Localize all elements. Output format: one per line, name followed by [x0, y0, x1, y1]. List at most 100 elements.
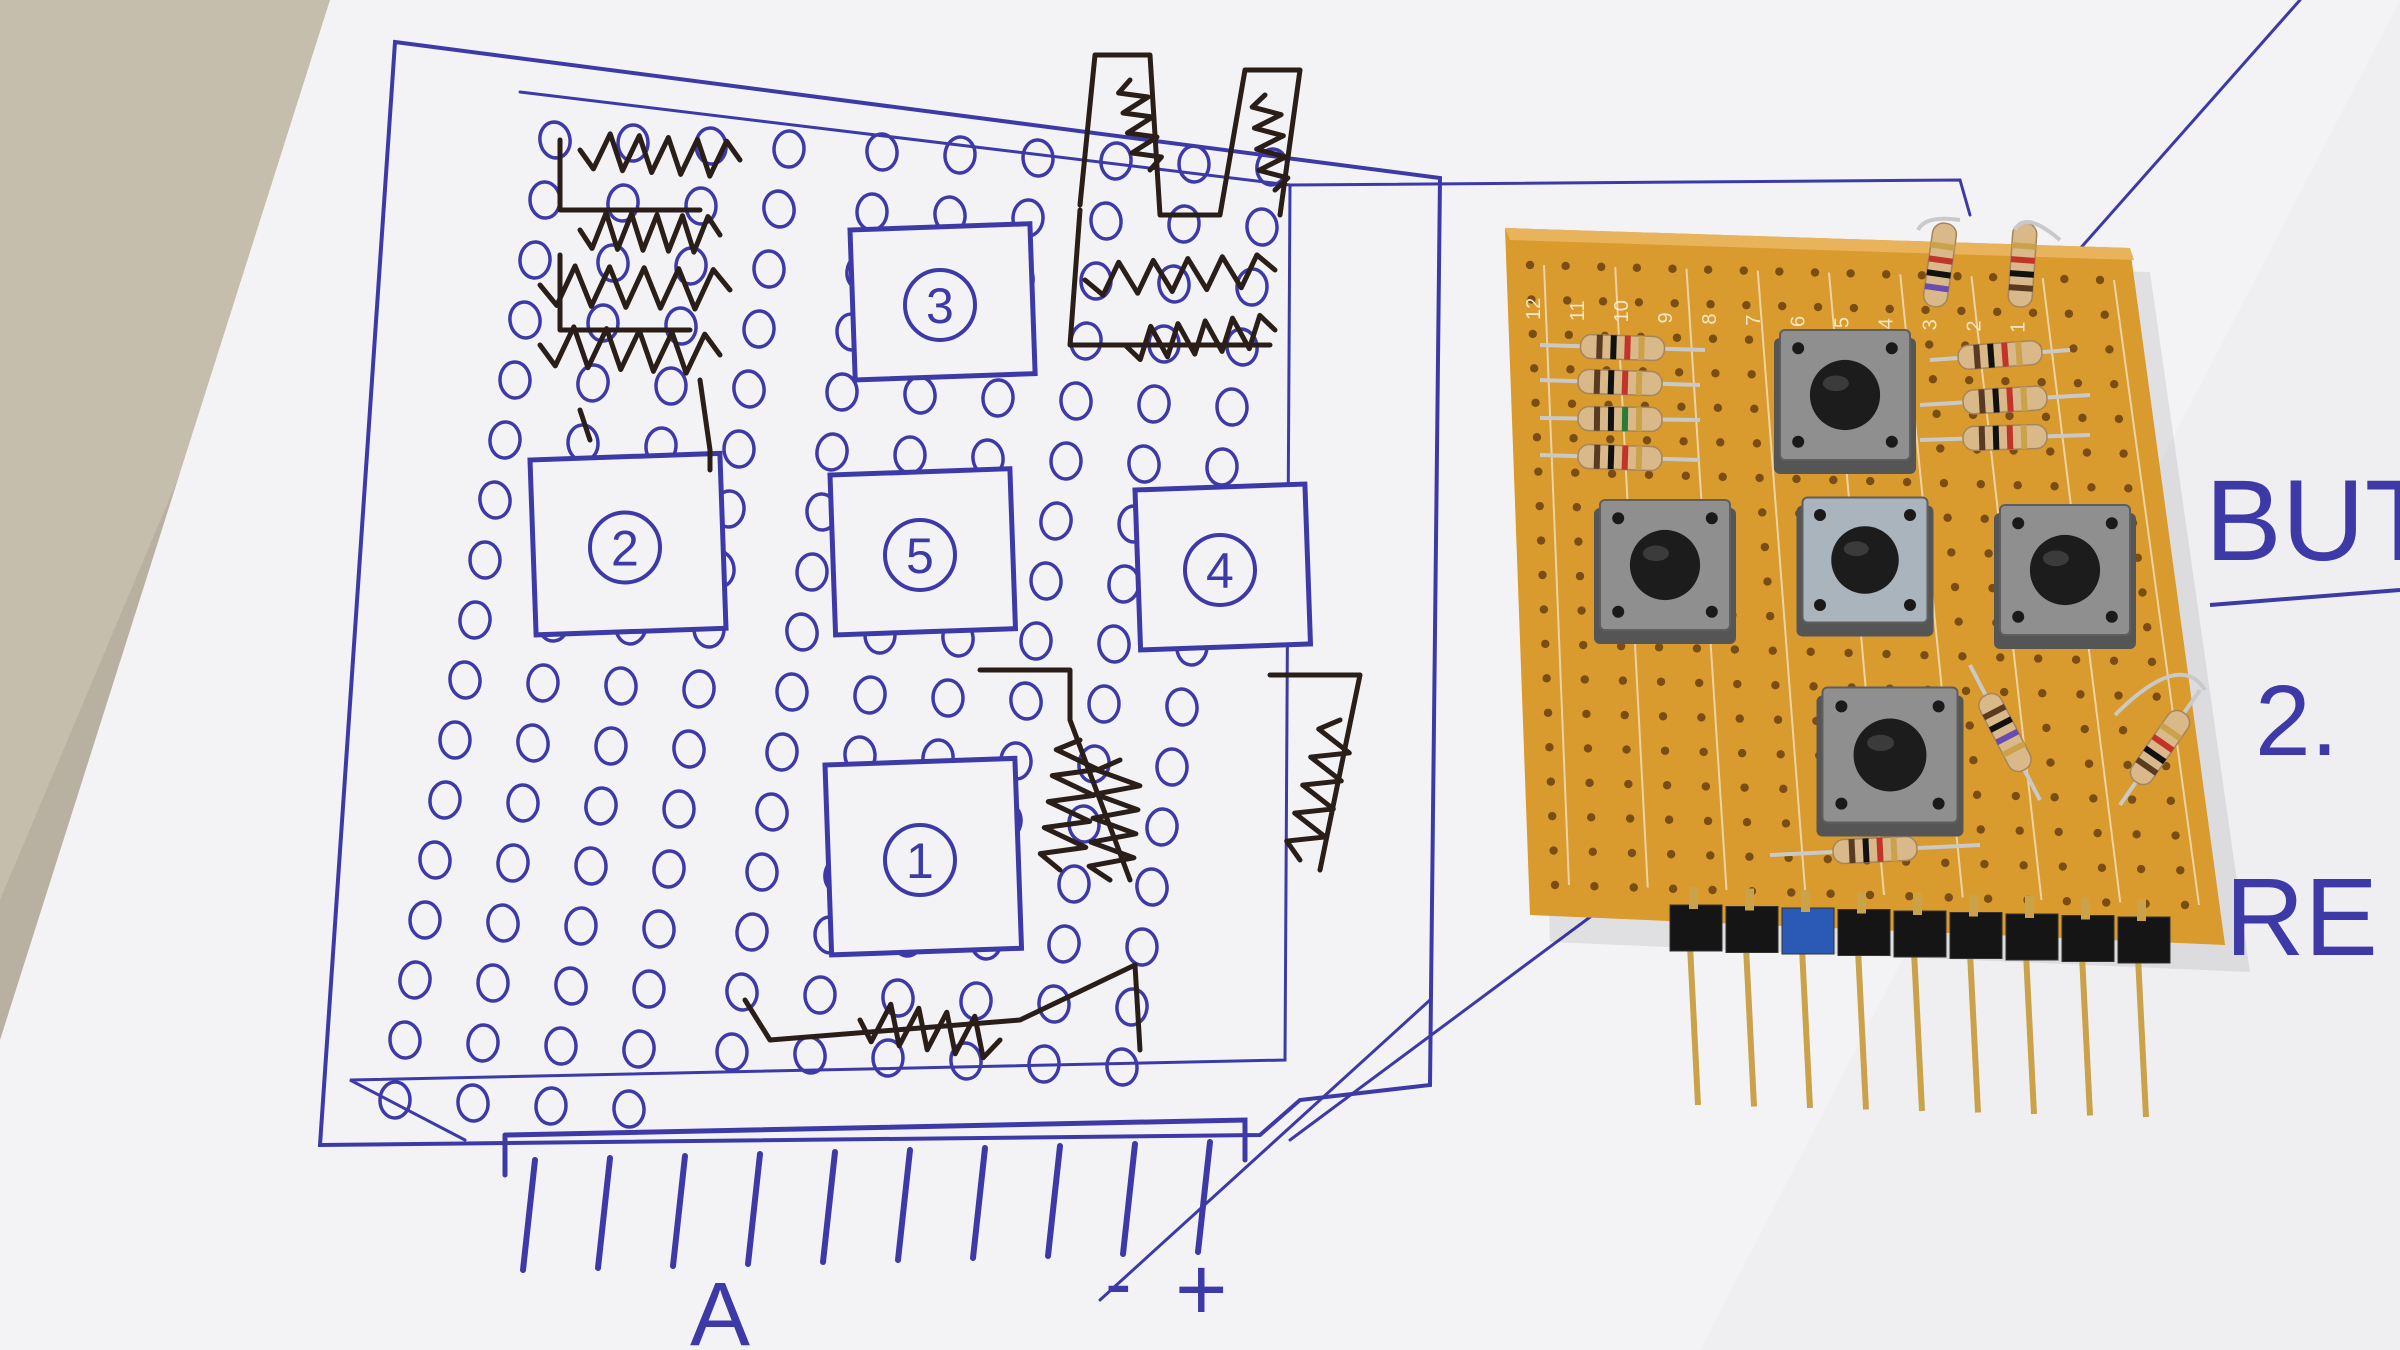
perfboard-hole [1597, 262, 1606, 272]
perfboard-hole [1566, 365, 1575, 374]
resistor-band [1924, 283, 1950, 293]
resistor-band [2143, 745, 2167, 765]
perfboard-hole [1779, 784, 1788, 794]
header-pin-top [2081, 897, 2090, 920]
sketch-hole [1047, 924, 1081, 964]
perfboard-hole [1980, 859, 1989, 869]
sketch-hole [662, 789, 696, 829]
perfboard-hole [2046, 758, 2055, 767]
resistor [2129, 709, 2191, 786]
perfboard-hole [1668, 264, 1677, 273]
perfboard-hole [1765, 611, 1775, 621]
tact-button-cap [2029, 534, 2101, 606]
sketch-button-circle [883, 823, 957, 897]
perfboard-hole [1882, 270, 1891, 279]
perfboard-column-number: 10 [1611, 300, 1633, 322]
perfboard-hole [1539, 605, 1549, 614]
sketch-hole [476, 963, 510, 1003]
perfboard-hole [2100, 310, 2109, 319]
perfboard-hole [1708, 885, 1717, 895]
resistor-band [2010, 256, 2036, 264]
perfboard-hole [1718, 472, 1727, 482]
perfboard-hole [2060, 274, 2069, 284]
perfboard-column-number: 11 [1567, 300, 1589, 321]
perfboard-hole [1752, 439, 1762, 448]
sketch-hole [398, 960, 432, 1000]
sketch-hole [564, 906, 598, 946]
perfboard-hole [1703, 816, 1713, 826]
sketch-hole [871, 1038, 905, 1078]
perfboard-hole [1711, 369, 1720, 378]
sketch-hole [622, 1029, 656, 1069]
perfboard-hole [2152, 692, 2161, 701]
header-pin-top [1913, 893, 1922, 915]
perfboard-hole [1957, 306, 1966, 316]
perfboard-hole [1598, 297, 1608, 306]
sketch-button-box [527, 450, 729, 638]
sketch-hole [1097, 624, 1131, 664]
perfboard-hole [1668, 884, 1678, 893]
resistor-body [1962, 385, 2048, 415]
sketch-hole [1165, 687, 1199, 727]
perfboard-hole [1771, 681, 1780, 690]
perfboard-hole [1742, 300, 1751, 310]
perfboard-hole [2064, 309, 2074, 318]
resistor [1579, 333, 1666, 362]
sketch-hole [1021, 138, 1055, 178]
perfboard-hole [1806, 647, 1815, 656]
perfboard-hole [2114, 414, 2124, 424]
tact-button-cap-highlight [1822, 375, 1849, 392]
sketch-hole [516, 723, 550, 763]
header-housing [1781, 907, 1835, 955]
perfboard-hole [1681, 471, 1691, 481]
resistor-band [2006, 387, 2014, 412]
sketch-resistor-zigzag [1082, 252, 1278, 298]
sketch-hole [1167, 204, 1201, 244]
sketch-resistor-zigzag [1037, 737, 1101, 873]
sketch-header-pins [520, 1139, 1213, 1273]
perfboard-hole [1620, 710, 1629, 720]
perfboard-hole [1939, 478, 1949, 488]
perfboard-hole [1983, 894, 1993, 903]
sketch-hole [574, 846, 608, 886]
resistor [1577, 405, 1663, 433]
sketch-inner-board-outline [349, 90, 1292, 1142]
resistor-band [1593, 369, 1601, 394]
sketch-hole [755, 792, 789, 832]
perfboard-hole [2127, 795, 2137, 804]
sketch-button-circle [903, 268, 977, 342]
sketch-hole [931, 678, 965, 718]
sketch-hole [742, 309, 776, 349]
sketch-hole [654, 366, 688, 406]
resistor-band [2011, 242, 2037, 250]
sketch-header-pin [820, 1149, 838, 1265]
perfboard-hole [1585, 778, 1594, 788]
tact-button-rivet [2012, 610, 2025, 623]
sketch-hole [815, 432, 849, 472]
sketch-hole [616, 123, 650, 163]
resistor-band [2020, 386, 2028, 412]
sketch-resistor-wires-top [557, 137, 713, 473]
perfboard-hole [1563, 296, 1572, 305]
tact-button-rivet [1792, 342, 1805, 355]
tact-button-rivet [1835, 797, 1848, 810]
perfboard-hole [2028, 308, 2038, 318]
perfboard-hole [1575, 571, 1585, 581]
sketch-hole [544, 1026, 578, 1066]
perfboard-hole [2119, 449, 2128, 458]
perfboard-column-number: 5 [1831, 317, 1853, 328]
tact-button-rivet [1885, 342, 1898, 355]
perfboard-hole [1634, 298, 1644, 307]
sketch-hole [576, 363, 610, 403]
sketch-hole [534, 1086, 568, 1126]
projection-line-right [2068, 0, 2302, 262]
sketch-hole [448, 660, 482, 700]
perfboard-hole [1542, 674, 1551, 683]
perfboard-hole [2171, 831, 2180, 840]
resistor [1922, 222, 1958, 308]
perfboard-hole [1699, 747, 1708, 757]
header-pin [1911, 950, 1925, 1112]
sketch-header-pin [670, 1153, 688, 1269]
